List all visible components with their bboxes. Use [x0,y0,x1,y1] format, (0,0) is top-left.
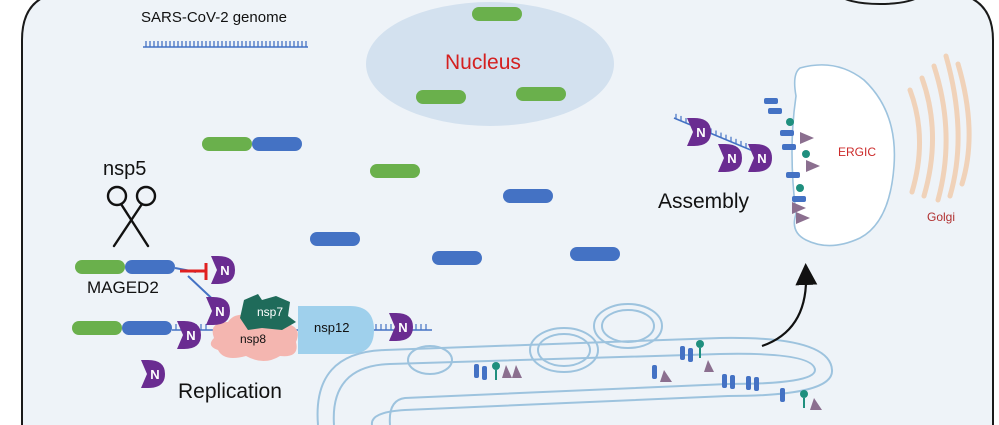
n-protein-letter: N [398,320,407,335]
nucleus-label: Nucleus [445,51,521,74]
nucleus-green-rna-3 [516,87,566,101]
n-protein-group: N N N N N N N N [141,118,772,388]
genome-rna-ladder [143,41,308,48]
nucleus-green-rna-1 [472,7,522,21]
n-protein-replication: N [177,321,201,349]
n-protein-assembly-1: N [687,118,711,146]
replication-green-rna [72,321,122,335]
n-protein-letter: N [150,367,159,382]
nsp12-label: nsp12 [314,320,350,335]
replication-label: Replication [178,380,282,403]
nsp7-shape [240,294,296,330]
n-protein-free: N [141,360,165,388]
n-protein-letter: N [186,328,195,343]
n-protein-assembly-2: N [718,144,742,172]
rna-blue-3 [310,232,360,246]
rna-blue-2 [503,189,553,203]
rna-blue-1 [252,137,302,151]
er-membrane-proteins-right [652,340,822,410]
er-membrane-proteins-left [474,362,522,380]
er-network [316,303,834,425]
maged2-blue-rna [125,260,175,274]
rna-blue-5 [570,247,620,261]
replication-blue-rna [122,321,172,335]
n-protein-letter: N [220,263,229,278]
scissors-icon [106,185,157,248]
maged2-green-rna [75,260,125,274]
n-protein-maged2: N [211,256,235,284]
inhibition-bar [180,263,208,280]
nsp7-label: nsp7 [257,305,284,319]
n-protein-letter: N [757,151,766,166]
n-protein-letter: N [727,151,736,166]
n-protein-assembly-3: N [748,144,772,172]
n-protein-replication-right: N [389,313,413,341]
rna-green-1 [202,137,252,151]
nsp12-shape [298,306,374,354]
curved-arrow-icon [761,263,818,348]
ergic-label: ERGIC [838,145,877,159]
n-protein-top: N [206,297,230,325]
genome-label: SARS-CoV-2 genome [141,9,287,26]
ergic-compartment [791,64,896,247]
assembly-label: Assembly [658,190,750,213]
n-protein-letter: N [696,125,705,140]
rna-green-2 [370,164,420,178]
golgi-label: Golgi [927,210,956,224]
nucleus-green-rna-2 [416,90,466,104]
top-right-loop [845,0,915,5]
rna-blue-4 [432,251,482,265]
golgi-stack [907,53,972,203]
n-protein-letter: N [215,304,224,319]
nsp8-label: nsp8 [240,332,267,346]
ergic-membrane-proteins [764,98,820,224]
nsp5-label: nsp5 [103,158,147,180]
maged2-label: MAGED2 [87,278,159,297]
